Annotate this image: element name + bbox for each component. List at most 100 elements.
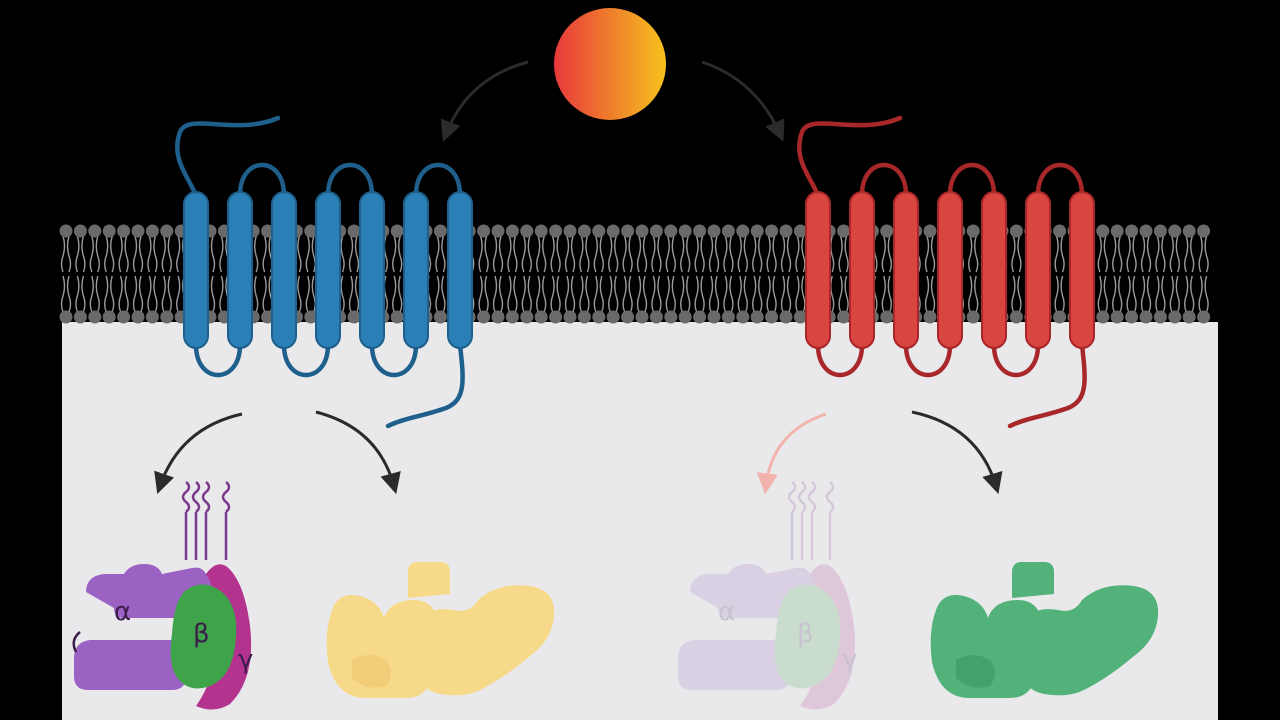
lipid-head: [750, 224, 764, 238]
transmembrane-helix: [183, 191, 209, 349]
lipid-head: [1182, 310, 1196, 324]
receptor-n-terminus: [797, 115, 903, 199]
lipid-head: [131, 224, 145, 238]
lipid-head: [1139, 224, 1153, 238]
lipid-head: [347, 310, 361, 324]
lipid-head: [304, 310, 318, 324]
lipid-head: [520, 224, 534, 238]
curved-arrow-icon: [756, 412, 827, 495]
curved-arrow-icon: [154, 412, 243, 494]
lipid-head: [1153, 224, 1167, 238]
lipid-head: [1168, 224, 1182, 238]
g-beta-label-faded: β: [797, 619, 814, 649]
g-protein-heterotrimer-right: α β γ: [678, 481, 857, 710]
lipid-head: [721, 224, 735, 238]
lipid-head: [88, 224, 102, 238]
lipid-head: [160, 310, 174, 324]
lipid-head: [1009, 310, 1023, 324]
lipid-head: [606, 224, 620, 238]
transmembrane-helix: [849, 191, 875, 349]
lipid-head: [477, 224, 491, 238]
lipid-head: [1110, 224, 1124, 238]
lipid-head: [304, 224, 318, 238]
lipid-head: [592, 310, 606, 324]
lipid-head: [1125, 224, 1139, 238]
lipid-head: [390, 224, 404, 238]
lipid-head: [433, 224, 447, 238]
lipid-head: [1096, 310, 1110, 324]
lipid-head: [750, 310, 764, 324]
lipid-head: [477, 310, 491, 324]
receptor-loop: [237, 162, 287, 196]
lipid-head: [534, 224, 548, 238]
lipid-head: [1182, 224, 1196, 238]
lipid-head: [664, 310, 678, 324]
lipid-head: [693, 224, 707, 238]
lipid-head: [621, 310, 635, 324]
receptor-loop: [193, 344, 243, 378]
receptor-loop: [815, 344, 865, 378]
lipid-head: [73, 310, 87, 324]
lipid-head: [736, 224, 750, 238]
g-gamma-label-faded: γ: [842, 645, 857, 675]
lipid-head: [707, 310, 721, 324]
lipid-head: [649, 224, 663, 238]
transmembrane-helix: [1025, 191, 1051, 349]
transmembrane-helix: [1069, 191, 1095, 349]
lipid-head: [491, 310, 505, 324]
curved-arrow-icon: [701, 60, 785, 142]
lipid-head: [1125, 310, 1139, 324]
lipid-head: [577, 310, 591, 324]
receptor-c-terminus: [1007, 342, 1087, 429]
lipid-head: [347, 224, 361, 238]
lipid-head: [73, 224, 87, 238]
lipid-head: [102, 310, 116, 324]
transmembrane-helix: [937, 191, 963, 349]
transmembrane-helix: [315, 191, 341, 349]
arrestin-icon-left: [326, 562, 555, 698]
g-gamma-label: γ: [238, 645, 253, 675]
receptor-loop: [281, 344, 331, 378]
lipid-head: [261, 310, 275, 324]
receptor-c-terminus: [385, 342, 465, 429]
lipid-head: [693, 310, 707, 324]
lipid-head: [678, 224, 692, 238]
lipid-head: [505, 310, 519, 324]
receptor-loop: [991, 344, 1041, 378]
receptor-loop: [947, 162, 997, 196]
lipid-head: [88, 310, 102, 324]
lipid-head: [966, 224, 980, 238]
lipid-head: [635, 310, 649, 324]
lipid-anchor-wavy-icon: [181, 481, 231, 560]
lipid-head: [923, 310, 937, 324]
lipid-head: [664, 224, 678, 238]
lipid-head: [966, 310, 980, 324]
curved-arrow-icon: [440, 60, 529, 142]
receptor-n-terminus: [175, 115, 281, 199]
lipid-head: [520, 310, 534, 324]
ligand-sun-icon: [554, 8, 666, 120]
lipid-head: [1053, 224, 1067, 238]
lipid-head: [793, 224, 807, 238]
transmembrane-helix: [893, 191, 919, 349]
lipid-head: [649, 310, 663, 324]
lipid-head: [765, 310, 779, 324]
transmembrane-helix: [447, 191, 473, 349]
gpcr-receptor-right: [797, 115, 1095, 429]
lipid-head: [736, 310, 750, 324]
lipid-head: [1168, 310, 1182, 324]
transmembrane-helix: [403, 191, 429, 349]
receptor-loop: [859, 162, 909, 196]
g-alpha-label: α: [114, 597, 131, 627]
gpcr-receptor-left: [175, 115, 473, 429]
lipid-head: [261, 224, 275, 238]
transmembrane-helix: [359, 191, 385, 349]
lipid-head: [707, 224, 721, 238]
lipid-head: [117, 224, 131, 238]
lipid-head: [59, 224, 73, 238]
lipid-head: [491, 224, 505, 238]
lipid-head: [59, 310, 73, 324]
g-alpha-subunit-lower: [74, 640, 186, 690]
g-alpha-label-faded: α: [718, 597, 735, 627]
lipid-head: [678, 310, 692, 324]
